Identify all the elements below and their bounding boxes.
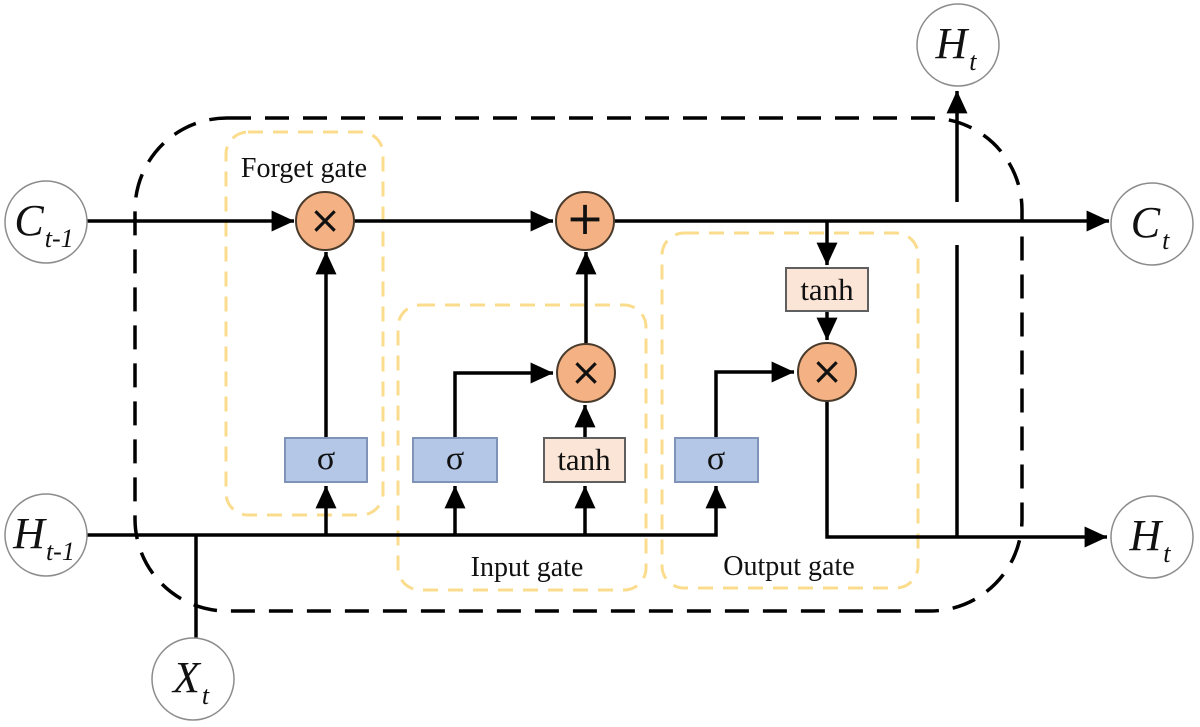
wire-hprev-to-output-sigma — [87, 485, 727, 537]
forget-sigma-label: σ — [317, 440, 335, 477]
wire-output-multiply-to-hout-right — [825, 401, 1108, 548]
hout-top-node-label: Ht — [934, 19, 977, 76]
cell-add-symbol: + — [566, 191, 605, 245]
cell-add-op — [555, 191, 615, 251]
forget-multiply-symbol: × — [309, 198, 341, 242]
output-gate-label: Output gate — [723, 551, 854, 582]
input-gate-outline — [396, 303, 648, 592]
hout-right-node — [1110, 495, 1194, 579]
input-gate-label: Input gate — [471, 552, 584, 583]
forget-multiply-op — [295, 191, 355, 251]
forget-gate-outline — [224, 130, 385, 517]
cell-boundary-outline — [133, 116, 1024, 613]
cprev-node-label: Ct-1 — [14, 196, 73, 253]
input-sigma-label: σ — [446, 440, 464, 477]
input-multiply-op — [556, 343, 616, 403]
input-sigma-box — [412, 437, 498, 483]
wires — [87, 90, 1110, 638]
input-tanh-label: tanh — [557, 442, 611, 477]
output-tanh-box — [785, 267, 869, 312]
hprev-node-label: Ht-1 — [12, 509, 75, 566]
hout-right-node-label: Ht — [1128, 511, 1171, 568]
input-multiply-symbol: × — [570, 350, 602, 394]
hout-top-node — [916, 3, 1000, 87]
output-gate-outline — [660, 231, 920, 590]
wire-input-sigma-to-input-multiply — [453, 362, 554, 438]
output-multiply-op — [797, 342, 857, 402]
cout-node — [1110, 182, 1194, 266]
hprev-node — [4, 493, 88, 577]
input-tanh-box — [543, 437, 626, 483]
forget-sigma-box — [284, 437, 368, 483]
wire-output-sigma-to-output-multiply — [714, 361, 795, 438]
output-multiply-symbol: × — [811, 349, 843, 393]
output-sigma-label: σ — [707, 440, 725, 477]
xt-node-label: Xt — [171, 653, 210, 710]
forget-gate-label: Forget gate — [241, 153, 367, 184]
output-sigma-box — [674, 437, 759, 483]
cprev-node — [4, 180, 88, 264]
xt-node — [151, 637, 235, 721]
output-tanh-label: tanh — [800, 272, 854, 307]
cout-node-label: Ct — [1131, 198, 1170, 255]
